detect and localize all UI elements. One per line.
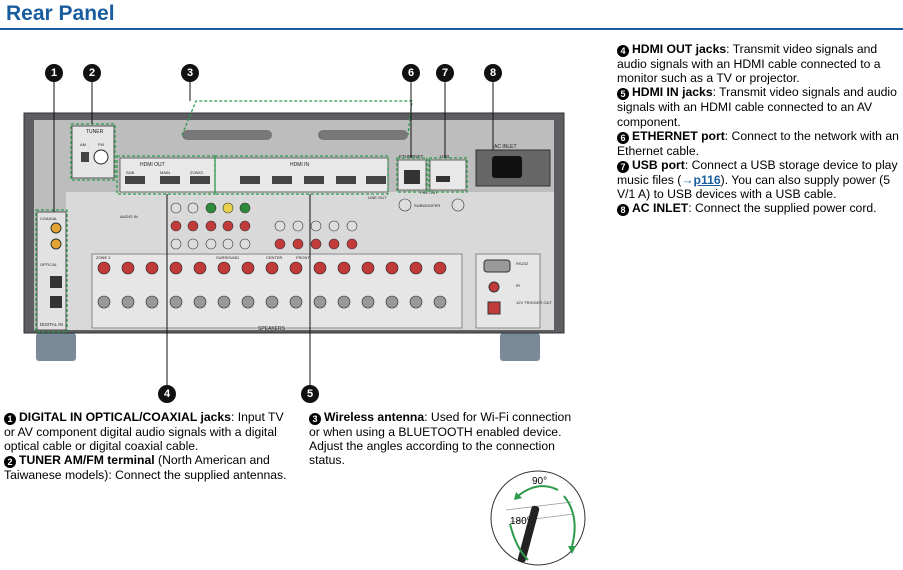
tuner-frame: [70, 123, 116, 181]
callout-3: 3: [181, 64, 199, 82]
rs232-port: [483, 259, 511, 273]
page-link-p116[interactable]: p116: [693, 173, 721, 188]
label-hdmi-out: HDMI OUT: [140, 162, 165, 168]
am-terminal: [81, 152, 89, 162]
label-optical: OPTICAL: [40, 262, 58, 267]
ir-jack: [488, 281, 500, 293]
label-fm: FM: [98, 142, 104, 147]
callout-2: 2: [83, 64, 101, 82]
angle-90: 90°: [532, 476, 547, 487]
label-ac-inlet: AC INLET: [494, 144, 517, 150]
digital-in-panel: [36, 211, 67, 331]
callout-1: 1: [45, 64, 63, 82]
label-ir: IR: [516, 283, 520, 288]
trigger-jack: [487, 301, 501, 315]
ethernet-port: [404, 170, 420, 184]
coaxial-jack-1: [50, 222, 62, 234]
fm-jack: [93, 149, 109, 165]
label-center: CENTER: [266, 255, 283, 260]
title-rule: [0, 28, 903, 30]
label-sub: SUB: [126, 170, 135, 175]
label-audio-in: AUDIO IN: [120, 214, 138, 219]
rear-panel-diagram: TUNER AM FM COAXIAL OPTICAL DIGITAL IN H…: [23, 82, 565, 385]
usb-port: [436, 176, 450, 182]
tuner-box: [71, 125, 115, 179]
ac-inlet: [492, 156, 522, 178]
label-trigger: 12V TRIGGER OUT: [516, 300, 552, 305]
usb-box: [429, 159, 467, 191]
label-pre-out: PRE OUT: [420, 190, 438, 195]
antenna-left: [182, 130, 272, 140]
label-main: MAIN: [160, 170, 170, 175]
label-am: AM: [80, 142, 86, 147]
label-subwoofer: SUBWOOFER: [414, 203, 440, 208]
callout-5: 5: [301, 385, 319, 403]
right-foot: [500, 333, 540, 361]
label-digital-in: DIGITAL IN: [40, 322, 63, 327]
callout-7: 7: [436, 64, 454, 82]
usb-frame: [428, 157, 468, 193]
optical-jack-2: [50, 296, 62, 308]
ethernet-frame: [396, 157, 428, 193]
hdmi-in-frame: [214, 155, 389, 195]
label-surround: SURROUND: [216, 255, 239, 260]
callout-8: 8: [484, 64, 502, 82]
left-foot: [36, 333, 76, 361]
antenna-angle-illustration: 90° 180°: [490, 470, 586, 566]
coaxial-jack-2: [50, 238, 62, 250]
label-speakers: SPEAKERS: [258, 326, 286, 332]
speaker-terminals: [91, 253, 463, 329]
antenna-right: [318, 130, 408, 140]
digital-in-frame: [35, 209, 68, 333]
callout-6: 6: [402, 64, 420, 82]
label-zone2: ZONE2: [190, 170, 204, 175]
label-front: FRONT: [296, 255, 310, 260]
angle-180: 180°: [510, 516, 531, 527]
label-coaxial: COAXIAL: [40, 216, 58, 221]
callout-4: 4: [158, 385, 176, 403]
label-hdmi-in: HDMI IN: [290, 162, 310, 168]
page-title: Rear Panel: [6, 2, 115, 25]
optical-jack-1: [50, 276, 62, 288]
label-tuner: TUNER: [86, 129, 104, 135]
label-line-out: LINE OUT: [368, 195, 387, 200]
label-rs232: RS232: [516, 261, 529, 266]
label-zone2-spk: ZONE 2: [96, 255, 111, 260]
